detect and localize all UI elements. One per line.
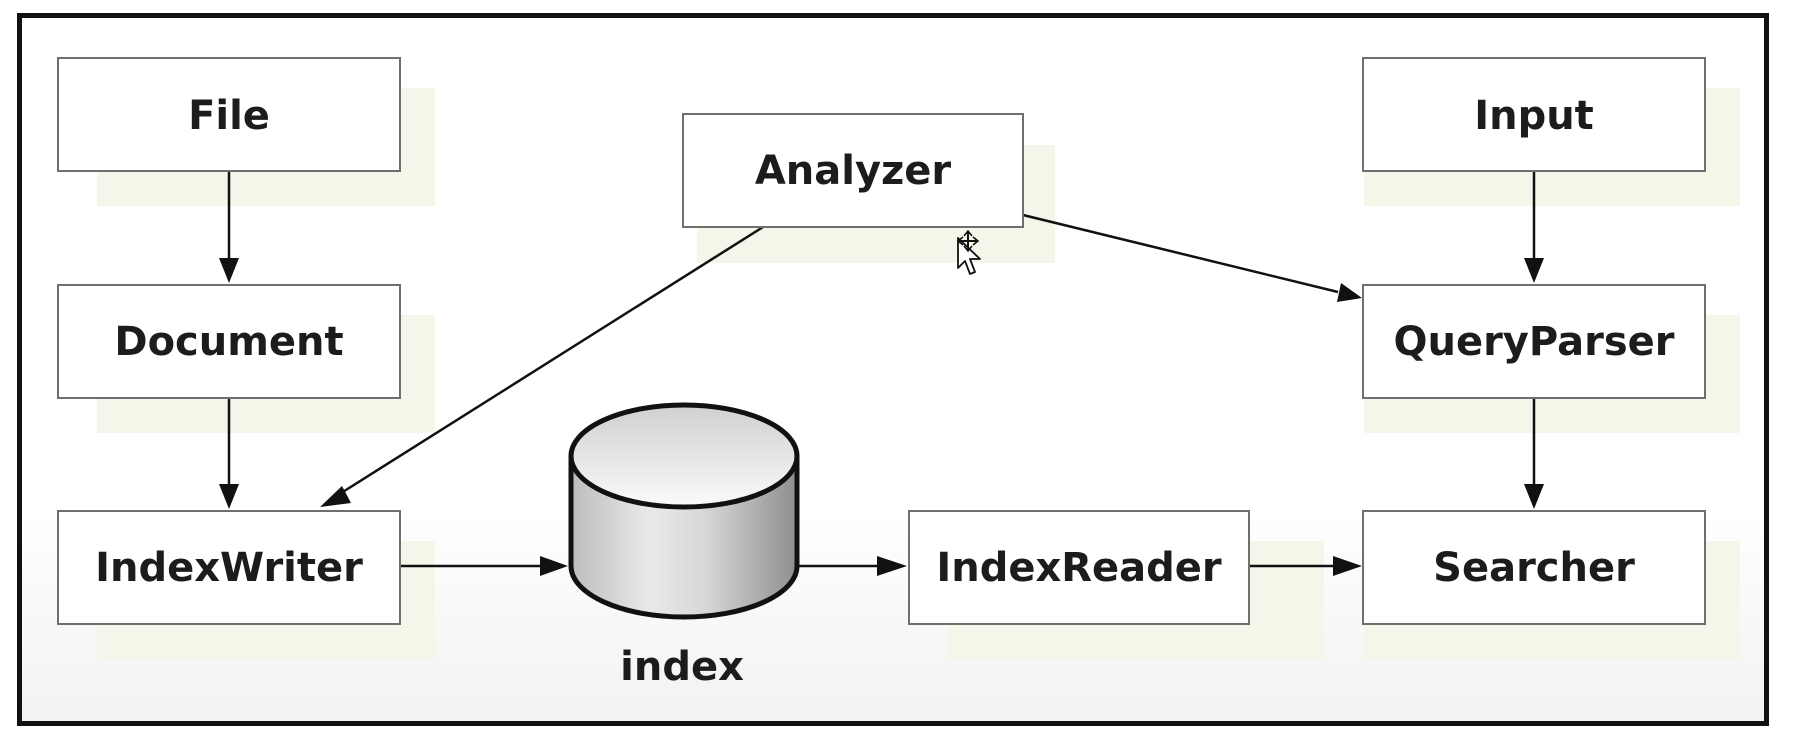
arrowhead-document: [219, 258, 239, 283]
arrowhead-indexreader: [877, 556, 907, 576]
node-input: Input: [1362, 57, 1706, 172]
node-document-label: Document: [114, 319, 343, 365]
node-indexreader: IndexReader: [908, 510, 1250, 625]
node-queryparser: QueryParser: [1362, 284, 1706, 399]
node-index-label: index: [620, 644, 744, 690]
arrowhead-queryparser-down: [1524, 258, 1544, 283]
node-queryparser-label: QueryParser: [1393, 319, 1674, 365]
arrowhead-searcher-right: [1333, 556, 1362, 576]
arrowhead-queryparser-diagonal: [1337, 283, 1362, 302]
edges: [219, 171, 1544, 576]
node-searcher-label: Searcher: [1433, 545, 1635, 591]
node-file: File: [57, 57, 401, 172]
arrowhead-indexwriter-diagonal: [320, 486, 351, 507]
index-database-icon: [568, 402, 800, 620]
arrowhead-index: [540, 556, 568, 576]
node-indexwriter: IndexWriter: [57, 510, 401, 625]
node-analyzer: Analyzer: [682, 113, 1024, 228]
node-input-label: Input: [1474, 93, 1594, 139]
mouse-cursor-icon: [956, 229, 981, 275]
node-indexwriter-label: IndexWriter: [95, 545, 363, 591]
edge-analyzer-queryparser: [1022, 213, 1339, 294]
node-analyzer-label: Analyzer: [755, 148, 952, 194]
arrowhead-indexwriter-down: [219, 484, 239, 509]
node-indexreader-label: IndexReader: [936, 545, 1222, 591]
node-document: Document: [57, 284, 401, 399]
node-file-label: File: [188, 93, 270, 139]
arrowhead-searcher-down: [1524, 484, 1544, 509]
edge-analyzer-indexwriter: [337, 225, 764, 497]
node-searcher: Searcher: [1362, 510, 1706, 625]
